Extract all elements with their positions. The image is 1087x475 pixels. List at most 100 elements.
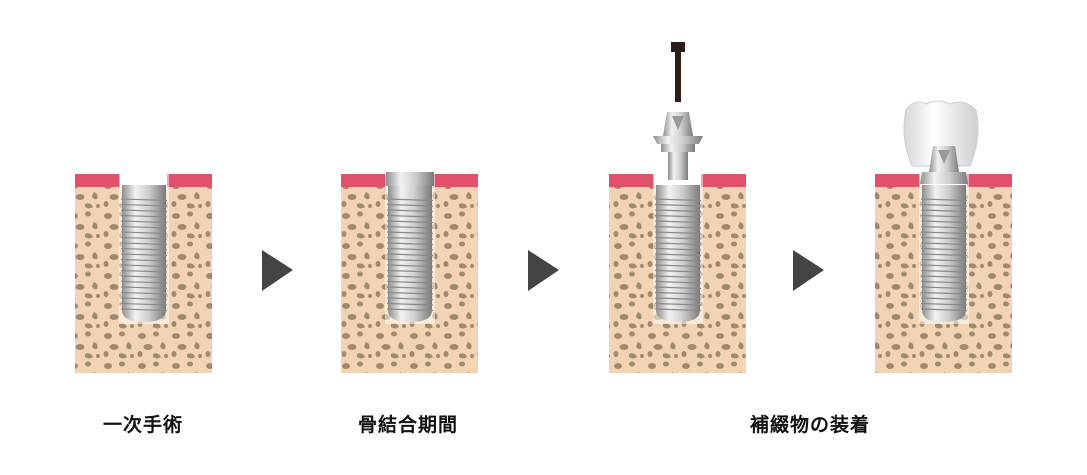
implant-thread [120, 220, 168, 224]
abutment-screw-shaft [675, 50, 681, 102]
implant-thread [654, 231, 702, 235]
implant-thread [920, 236, 968, 240]
implant-thread [120, 214, 168, 218]
implant-thread [654, 302, 702, 306]
implant-thread [120, 253, 168, 257]
implant-thread [120, 258, 168, 262]
implant-fixture [120, 185, 168, 322]
abutment-post [668, 148, 688, 180]
implant-thread [120, 247, 168, 251]
implant-thread [654, 247, 702, 251]
step-panel-implant-placed [75, 174, 212, 373]
implant-thread [920, 297, 968, 301]
implant-thread [386, 220, 434, 224]
implant-thread [120, 297, 168, 301]
gum-tissue-right [701, 174, 746, 187]
implant-thread [386, 280, 434, 284]
implant-thread [920, 198, 968, 202]
implant-thread [654, 203, 702, 207]
implant-thread [920, 225, 968, 229]
step-label-prosthesis: 補綴物の装着 [749, 414, 871, 436]
gum-tissue-right [167, 174, 212, 187]
implant-thread [386, 209, 434, 213]
implant-thread [920, 247, 968, 251]
implant-thread [654, 264, 702, 268]
implant-fixture [386, 185, 434, 322]
implant-thread [654, 225, 702, 229]
abutment-collar [920, 172, 968, 184]
implant-fixture [920, 185, 968, 322]
implant-thread [386, 225, 434, 229]
implant-thread [654, 214, 702, 218]
triangle-right-arrow-icon [528, 250, 559, 291]
abutment [653, 112, 703, 180]
abutment-screw-head [671, 42, 685, 52]
triangle-right-arrow-icon [262, 250, 293, 291]
implant-thread [120, 209, 168, 213]
implant-thread [920, 308, 968, 312]
abutment-flange [653, 136, 703, 144]
implant-thread [654, 198, 702, 202]
implant-thread [654, 253, 702, 257]
implant-thread [386, 275, 434, 279]
implant-thread [920, 269, 968, 273]
implant-thread [120, 231, 168, 235]
implant-thread [654, 269, 702, 273]
implant-thread [386, 286, 434, 290]
implant-thread [920, 275, 968, 279]
implant-thread [654, 258, 702, 262]
implant-thread [386, 242, 434, 246]
implant-thread [120, 225, 168, 229]
implant-thread [386, 203, 434, 207]
implant-thread [386, 231, 434, 235]
implant-thread [120, 242, 168, 246]
triangle-right-arrow-icon [793, 250, 824, 291]
gum-tissue-right [967, 174, 1012, 187]
abutment-collar [661, 142, 695, 152]
implant-thread [654, 275, 702, 279]
abutment-notch [672, 116, 684, 130]
implant-thread [386, 198, 434, 202]
implant-thread [654, 286, 702, 290]
gum-tissue-left [875, 174, 920, 187]
implant-thread [386, 308, 434, 312]
step-panel-abutment-attaching [609, 42, 746, 373]
implant-thread [920, 231, 968, 235]
implant-thread [920, 302, 968, 306]
implant-thread [120, 269, 168, 273]
implant-thread [920, 220, 968, 224]
implant-thread [120, 264, 168, 268]
implant-thread [120, 280, 168, 284]
implant-thread [386, 247, 434, 251]
implant-thread [654, 291, 702, 295]
gum-tissue-left [341, 174, 386, 187]
step-label-osseointegration: 骨結合期間 [357, 414, 459, 436]
implant-thread [920, 291, 968, 295]
cover-cap [386, 172, 434, 186]
implant-thread [654, 209, 702, 213]
implant-thread [920, 280, 968, 284]
implant-thread [120, 302, 168, 306]
implant-thread [654, 242, 702, 246]
implant-thread [386, 258, 434, 262]
implant-thread [386, 264, 434, 268]
implant-thread [920, 203, 968, 207]
implant-thread [386, 297, 434, 301]
implant-thread [120, 198, 168, 202]
gum-tissue-left [75, 174, 120, 187]
implant-thread [920, 264, 968, 268]
implant-thread [654, 280, 702, 284]
implant-thread [386, 236, 434, 240]
gum-tissue-left [609, 174, 654, 187]
implant-thread [920, 253, 968, 257]
step-panel-osseointegration [341, 172, 478, 373]
implant-thread [920, 242, 968, 246]
implant-fixture [654, 185, 702, 322]
implant-thread [386, 291, 434, 295]
implant-thread [120, 308, 168, 312]
dental-crown [903, 100, 979, 167]
implant-thread [386, 269, 434, 273]
implant-thread [920, 258, 968, 262]
